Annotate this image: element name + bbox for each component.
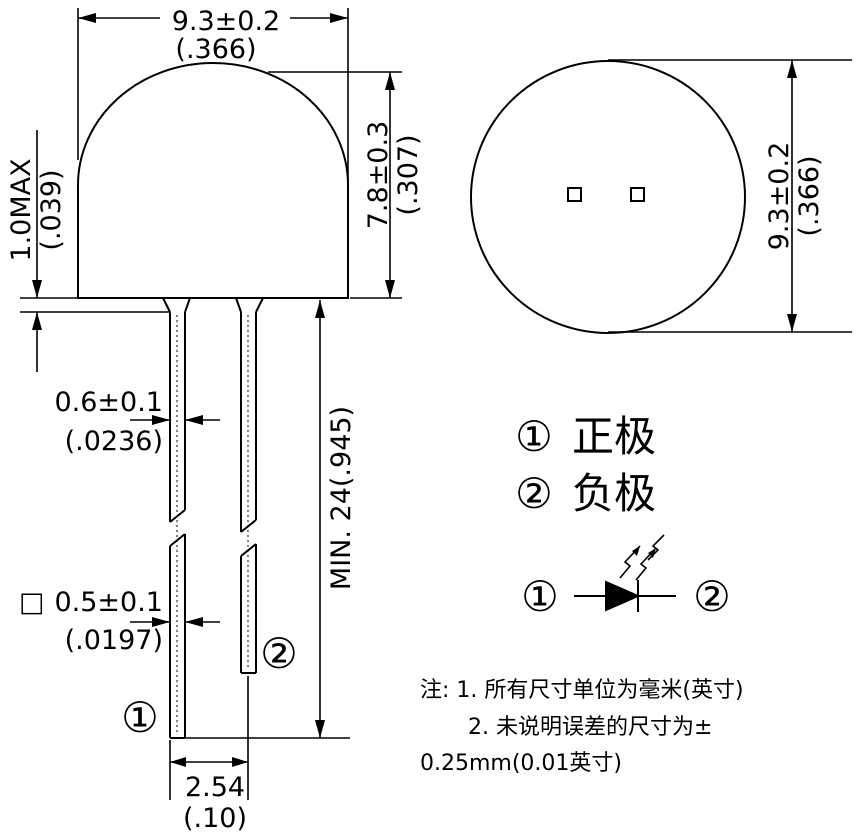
- light-arrow-2: [635, 547, 657, 581]
- lead-length-label: MIN. 24(.945): [326, 406, 357, 590]
- lead-width-label-inch: (.0236): [65, 426, 163, 457]
- top-diameter-label-inch: (.366): [794, 155, 825, 236]
- note-line-3: 0.25mm(0.01英寸): [420, 751, 622, 776]
- lead-square-dimension: □ 0.5±0.1 (.0197): [19, 587, 220, 656]
- symbol-right-marker: ②: [693, 572, 731, 621]
- lead-square-label: 0.5±0.1: [54, 587, 163, 618]
- legend-anode-marker: ①: [515, 412, 553, 461]
- body-width-label: 9.3±0.2: [172, 6, 281, 37]
- pitch-label-inch: (.10): [183, 803, 247, 834]
- pin1-marker: ①: [121, 693, 159, 742]
- body-height-dimension: 7.8±0.3 (.307): [268, 71, 424, 299]
- flange-label: 1.0MAX: [6, 158, 37, 261]
- led-side-body: [77, 62, 349, 299]
- led-leads: [162, 297, 264, 739]
- legend-anode-label: 正极: [572, 412, 656, 461]
- note-line-1: 注: 1. 所有尺寸单位为毫米(英寸): [420, 678, 744, 703]
- pitch-dimension: 2.54 (.10): [169, 676, 249, 834]
- body-width-dimension: 9.3±0.2 (.366): [77, 6, 349, 185]
- note-line-2: 2. 未说明误差的尺寸为±: [468, 715, 712, 740]
- body-height-label: 7.8±0.3: [363, 121, 394, 230]
- top-diameter-dimension: 9.3±0.2 (.366): [608, 59, 852, 333]
- lead-square-label-inch: (.0197): [65, 625, 163, 656]
- light-arrow-1: [619, 545, 641, 579]
- diode-triangle: [605, 580, 641, 612]
- lead-width-label: 0.6±0.1: [54, 387, 163, 418]
- body-width-label-inch: (.366): [175, 34, 256, 65]
- notes: 注: 1. 所有尺寸单位为毫米(英寸) 2. 未说明误差的尺寸为± 0.25mm…: [420, 678, 744, 776]
- led-top-view: [470, 60, 746, 334]
- pitch-label: 2.54: [185, 772, 245, 803]
- legend-cathode-marker: ②: [515, 469, 553, 518]
- lead-width-dimension: 0.6±0.1 (.0236): [54, 387, 220, 457]
- lead-pad-2: [630, 187, 645, 202]
- pin-legend: ① 正极 ② 负极: [515, 412, 656, 518]
- pin2-marker: ②: [260, 629, 298, 678]
- legend-cathode-label: 负极: [572, 469, 656, 518]
- flange-label-inch: (.039): [36, 169, 67, 250]
- lead-square-symbol: □: [19, 587, 45, 618]
- top-diameter-label: 9.3±0.2: [764, 142, 795, 251]
- body-height-label-inch: (.307): [393, 134, 424, 215]
- lead-length-dimension: MIN. 24(.945): [185, 300, 357, 739]
- symbol-left-marker: ①: [521, 572, 559, 621]
- flange-dimension: 1.0MAX (.039): [6, 130, 170, 372]
- led-schematic-symbol: ① ②: [521, 534, 731, 621]
- lead-pad-1: [567, 187, 582, 202]
